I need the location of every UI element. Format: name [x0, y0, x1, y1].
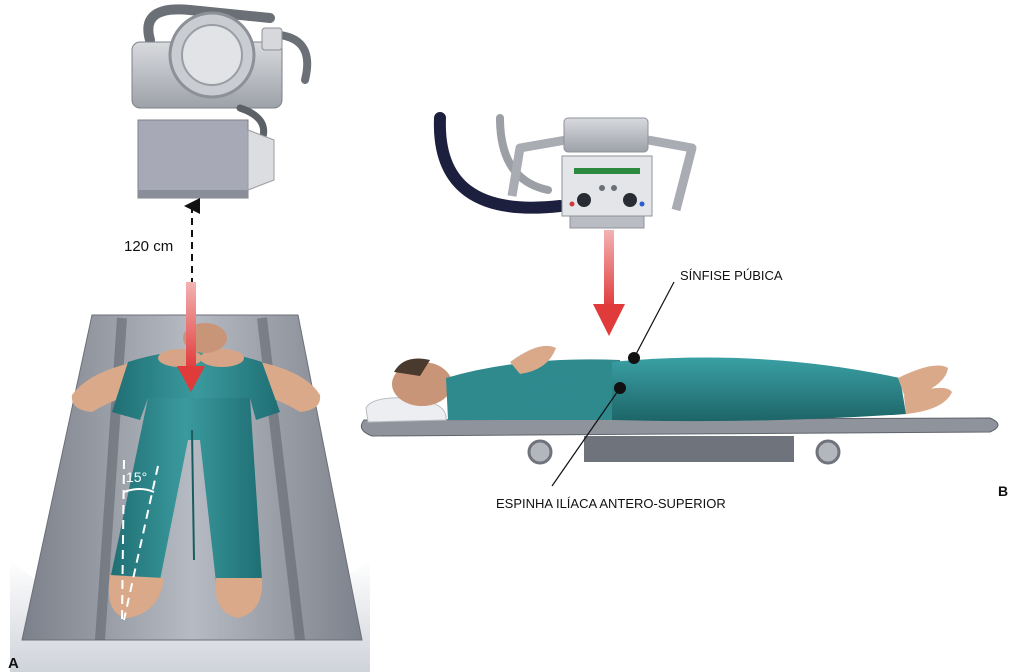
patient-b: [366, 346, 952, 422]
panel-b: SÍNFISE PÚBICA ESPINHA ILÍACA ANTERO-SUP…: [361, 118, 1008, 511]
angle-label: 15°: [126, 469, 147, 485]
label-asis: ESPINHA ILÍACA ANTERO-SUPERIOR: [496, 496, 726, 511]
table-b: [361, 418, 998, 463]
panel-letter-b: B: [998, 483, 1008, 499]
label-pubic-symphysis: SÍNFISE PÚBICA: [680, 268, 783, 283]
leader-pubic: [634, 282, 674, 358]
xray-tube-b: [562, 118, 652, 228]
central-ray-a: [186, 282, 196, 370]
panel-letter-a: A: [8, 655, 19, 672]
panel-a: 120 cm 15°: [8, 9, 370, 672]
central-ray-b: [604, 230, 614, 308]
distance-label: 120 cm: [124, 238, 173, 255]
xray-tube-a: [132, 9, 307, 198]
